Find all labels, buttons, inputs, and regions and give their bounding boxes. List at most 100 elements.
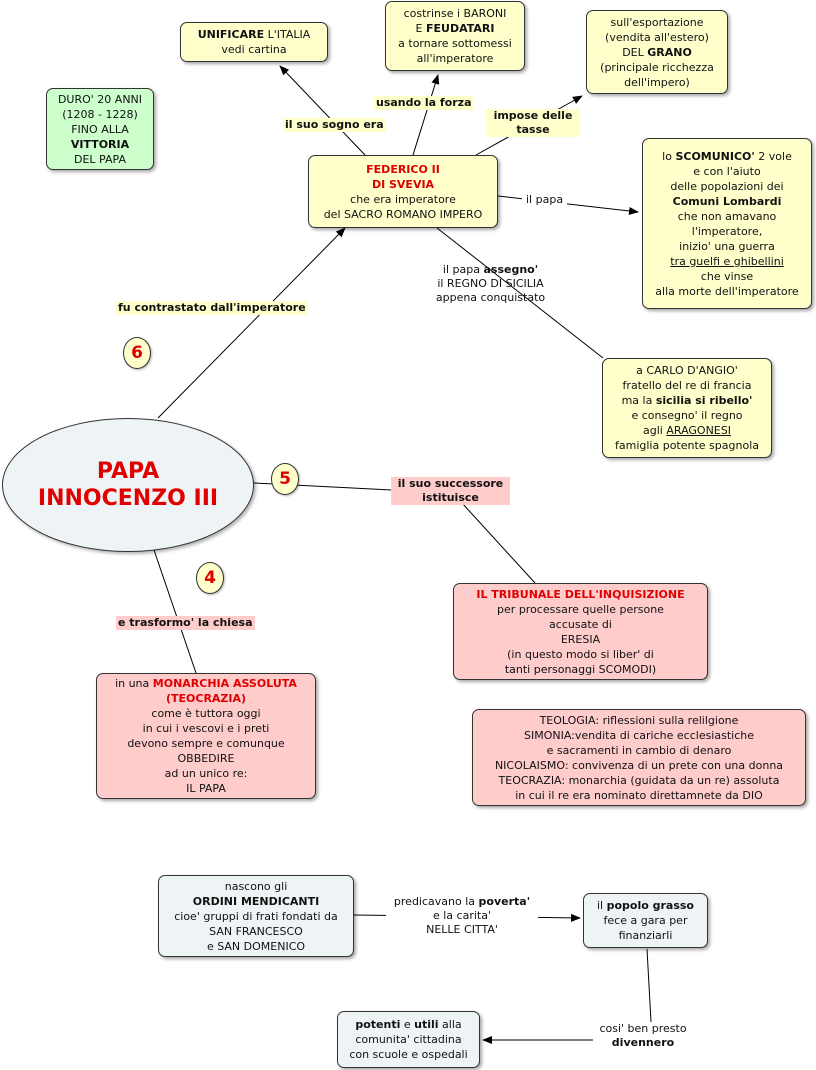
- unificare-rest: L'ITALIA: [264, 28, 311, 41]
- link-papa-federico: [157, 227, 346, 419]
- carlo-l5a: agli: [643, 424, 667, 437]
- glossary-line-6: in cui il re era nominato direttamnete d…: [515, 788, 763, 802]
- central-title-line2: INNOCENZO III: [37, 486, 219, 511]
- ordini-line-4: SAN FRANCESCO: [209, 924, 303, 938]
- potenti-l1a: potenti: [355, 1018, 401, 1031]
- monarchia-line-6: OBBEDIRE: [177, 752, 235, 765]
- node-duro[interactable]: DURO' 20 ANNI (1208 - 1228) FINO ALLA VI…: [46, 88, 154, 170]
- unificare-bold: UNIFICARE: [197, 28, 265, 41]
- node-ordini[interactable]: nascono gli ORDINI MENDICANTI cioe' grup…: [158, 875, 354, 957]
- label-assegno-3: appena conquistato: [435, 291, 546, 304]
- label-tasse: impose delle tasse: [486, 109, 580, 137]
- glossary-line-1: TEOLOGIA: riflessioni sulla relilgione: [539, 713, 739, 727]
- node-popolo[interactable]: il popolo grasso fece a gara per finanzi…: [583, 893, 708, 948]
- duro-line-2: (1208 - 1228): [62, 107, 138, 121]
- scomunico-l1c: 2 vole: [754, 149, 792, 163]
- federico-line-3: che era imperatore: [350, 192, 456, 206]
- baroni-line-2a: E: [415, 22, 426, 35]
- link-federico-unificare: [279, 65, 366, 156]
- node-baroni[interactable]: costrinse i BARONI E FEUDATARI a tornare…: [385, 1, 525, 71]
- duro-line-1: DURO' 20 ANNI: [57, 92, 143, 106]
- scomunico-line-1: lo SCOMUNICO' 2 vole: [662, 149, 792, 164]
- baroni-line-4: all'imperatore: [416, 52, 494, 65]
- unificare-line-1: UNIFICARE L'ITALIA: [198, 27, 311, 42]
- label-trasformo: e trasformo' la chiesa: [116, 616, 255, 630]
- grano-bold: GRANO: [647, 45, 692, 59]
- link-federico-scomunico: [497, 195, 639, 215]
- label-predicavano-2: e la carita': [432, 909, 491, 922]
- popolo-l1b: popolo grasso: [606, 899, 694, 912]
- scomunico-line-8: tra guelfi e ghibellini: [670, 254, 784, 268]
- potenti-line-1: potenti e utili alla: [355, 1017, 461, 1032]
- scomunico-line-10: alla morte dell'imperatore: [655, 284, 799, 298]
- federico-name-2: DI SVEVIA: [371, 177, 435, 191]
- node-potenti[interactable]: potenti e utili alla comunita' cittadina…: [337, 1011, 480, 1068]
- scomunico-line-2: e con l'aiuto: [693, 164, 761, 178]
- link-papa-monarchia: [153, 549, 197, 674]
- link-federico-carlo: [436, 227, 604, 359]
- label-sogno: il suo sogno era: [283, 118, 386, 132]
- potenti-line-2: comunita' cittadina: [355, 1033, 462, 1046]
- label-predicavano: predicavano la poverta' e la carita' NEL…: [386, 895, 538, 937]
- carlo-l5b: ARAGONESI: [666, 424, 731, 437]
- monarchia-line-2: (TEOCRAZIA): [165, 692, 247, 705]
- glossary-line-4: NICOLAISMO: convivenza di un prete con u…: [494, 758, 784, 772]
- label-predicavano-3: NELLE CITTA': [426, 923, 498, 936]
- glossary-line-3: e sacramenti in cambio di denaro: [546, 743, 732, 757]
- node-federico[interactable]: FEDERICO II DI SVEVIA che era imperatore…: [308, 155, 498, 228]
- label-assegno-1: il papa assegno': [428, 263, 553, 277]
- federico-name-1: FEDERICO II: [366, 162, 440, 176]
- scomunico-l1a: lo: [662, 149, 676, 163]
- carlo-line-1: a CARLO D'ANGIO': [636, 364, 738, 377]
- label-predicavano-1b: poverta': [478, 895, 531, 908]
- grano-line-3a: DEL: [622, 45, 648, 59]
- label-tasse-2: tasse: [516, 123, 550, 136]
- monarchia-line-8: IL PAPA: [186, 782, 226, 795]
- node-monarchia[interactable]: in una MONARCHIA ASSOLUTA (TEOCRAZIA) co…: [96, 673, 316, 799]
- node-grano[interactable]: sull'esportazione (vendita all'estero) D…: [586, 10, 728, 94]
- central-node-papa-innocenzo[interactable]: PAPA INNOCENZO III: [2, 418, 254, 552]
- tribunale-line-1: IL TRIBUNALE DELL'INQUISIZIONE: [476, 587, 685, 601]
- duro-line-4: VITTORIA: [70, 137, 130, 151]
- popolo-line-2: fece a gara per: [603, 914, 688, 927]
- scomunico-line-9: che vinse: [700, 269, 754, 283]
- step-badge-4: 4: [196, 562, 224, 594]
- link-federico-baroni: [412, 74, 440, 156]
- monarchia-line-1: in una MONARCHIA ASSOLUTA: [115, 676, 297, 691]
- step-badge-5: 5: [271, 463, 299, 495]
- node-tribunale[interactable]: IL TRIBUNALE DELL'INQUISIZIONE per proce…: [453, 583, 708, 680]
- carlo-line-4: e consegno' il regno: [631, 409, 743, 422]
- ordini-line-2: ORDINI MENDICANTI: [192, 894, 320, 908]
- label-successore-1: il suo successore: [397, 477, 504, 490]
- potenti-l1b: e: [400, 1018, 415, 1031]
- node-glossary[interactable]: TEOLOGIA: riflessioni sulla relilgione S…: [472, 709, 806, 806]
- node-scomunico[interactable]: lo SCOMUNICO' 2 vole e con l'aiuto delle…: [642, 138, 812, 309]
- carlo-l3a: ma la: [621, 394, 656, 407]
- central-title-line1: PAPA: [96, 459, 160, 484]
- scomunico-line-3: delle popolazioni dei: [670, 179, 784, 193]
- potenti-line-3: con scuole e ospedali: [349, 1048, 468, 1061]
- potenti-l1d: alla: [438, 1018, 462, 1031]
- label-assegno-2: il REGNO DI SICILIA: [437, 277, 544, 290]
- popolo-line-1: il popolo grasso: [597, 898, 694, 913]
- ordini-line-3: cioe' gruppi di frati fondati da: [174, 909, 338, 923]
- label-forza: usando la forza: [374, 96, 474, 110]
- monarchia-line-3: come è tuttora oggi: [151, 707, 261, 720]
- scomunico-line-7: inizio' una guerra: [679, 239, 775, 253]
- baroni-line-1: costrinse i BARONI: [403, 7, 507, 20]
- carlo-line-6: famiglia potente spagnola: [615, 439, 759, 452]
- node-carlo[interactable]: a CARLO D'ANGIO' fratello del re di fran…: [602, 358, 772, 458]
- scomunico-line-4: Comuni Lombardi: [672, 194, 782, 208]
- label-divennero-1: cosi' ben presto: [599, 1022, 687, 1035]
- monarchia-l1b: MONARCHIA ASSOLUTA: [152, 677, 297, 690]
- baroni-feudatari: FEUDATARI: [425, 22, 495, 35]
- carlo-line-3: ma la sicilia si ribello': [622, 393, 753, 408]
- scomunico-l1b: SCOMUNICO': [675, 149, 755, 163]
- node-unificare[interactable]: UNIFICARE L'ITALIA vedi cartina: [180, 22, 328, 62]
- unificare-line-2: vedi cartina: [221, 43, 287, 56]
- step-badge-6: 6: [123, 337, 151, 369]
- tribunale-line-4: ERESIA: [560, 632, 601, 646]
- popolo-l1a: il: [596, 899, 607, 912]
- federico-line-4: del SACRO ROMANO IMPERO: [323, 207, 483, 221]
- monarchia-line-7: ad un unico re:: [164, 767, 248, 780]
